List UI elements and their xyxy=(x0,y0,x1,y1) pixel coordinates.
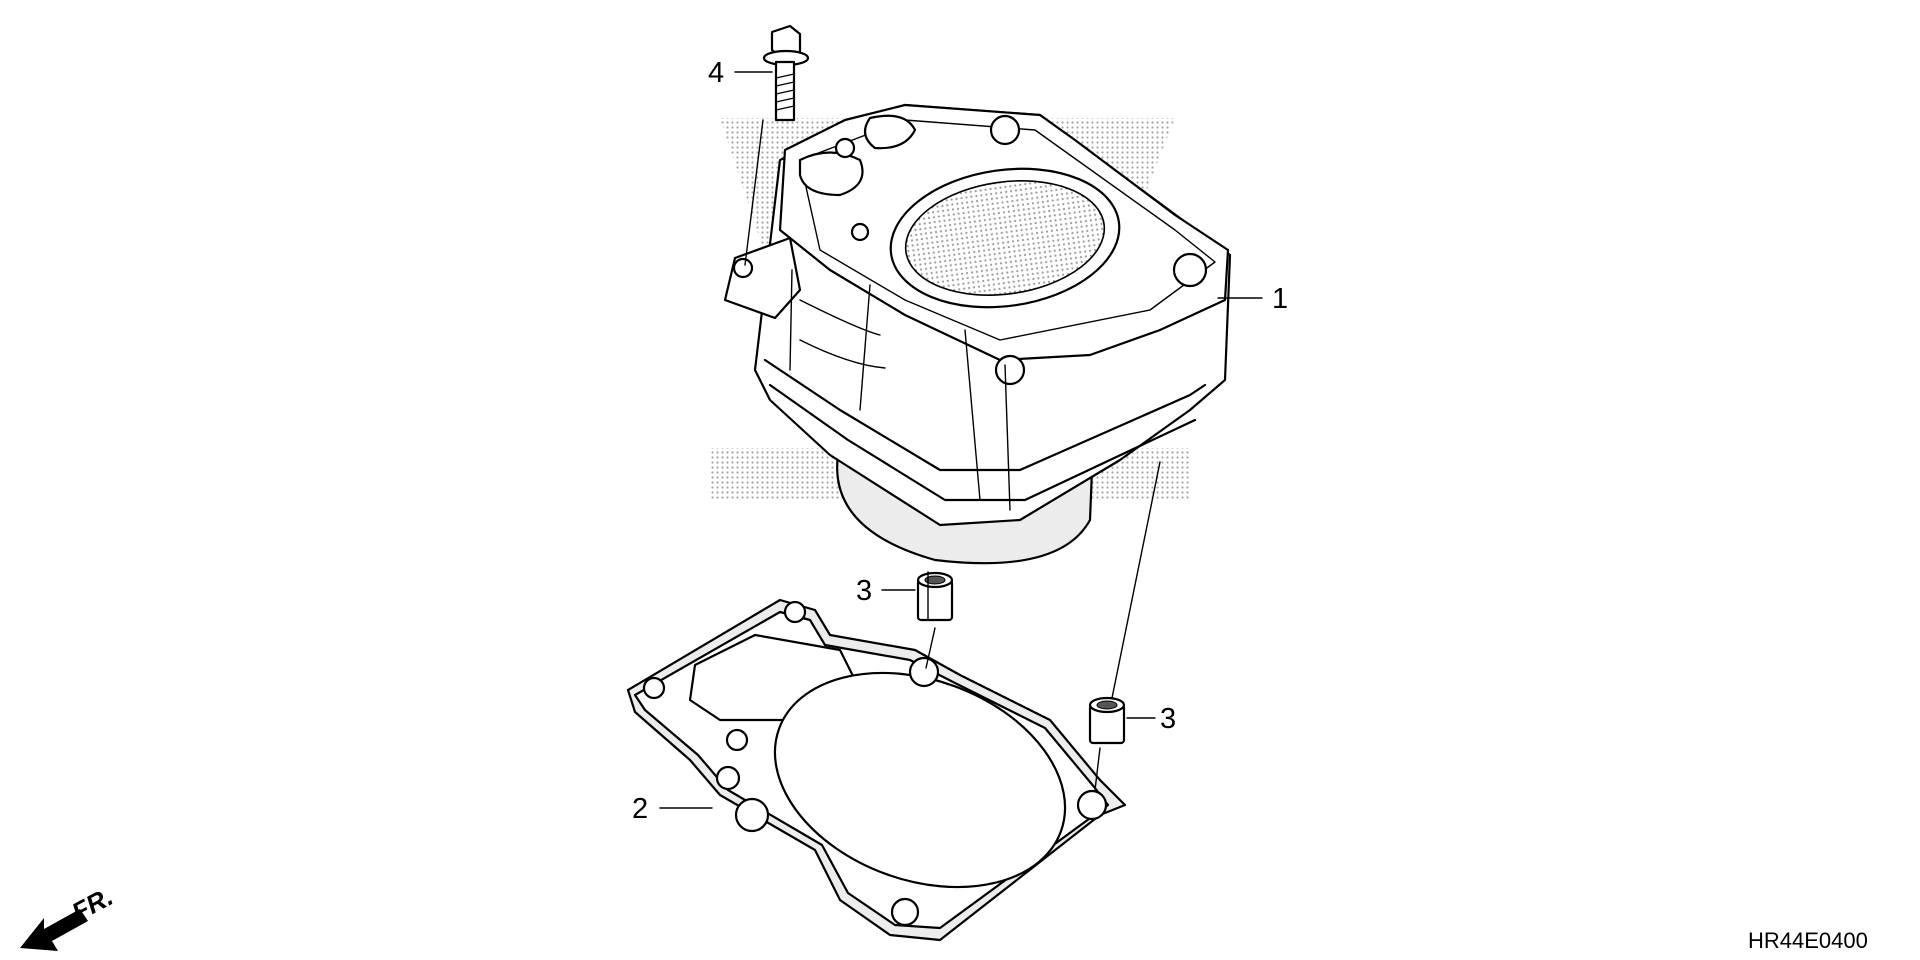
callout-label: 1 xyxy=(1272,283,1288,315)
callout-bolt: 4 xyxy=(708,57,773,89)
dowel-pin-upper[interactable] xyxy=(916,571,954,669)
callout-label: 3 xyxy=(856,575,872,607)
cylinder-base-gasket[interactable] xyxy=(626,598,1127,942)
cylinder[interactable] xyxy=(723,103,1232,565)
front-arrow-icon xyxy=(20,909,88,951)
diagram-code: HR44E0400 xyxy=(1748,928,1868,953)
callout-dowel-lower: 3 xyxy=(1126,703,1176,735)
front-direction-marker: FR. xyxy=(20,881,118,951)
callout-gasket: 2 xyxy=(632,793,713,825)
callout-dowel-upper: 3 xyxy=(856,575,916,607)
callout-label: 3 xyxy=(1160,703,1176,735)
callout-label: 4 xyxy=(708,57,724,89)
flange-bolt[interactable] xyxy=(744,24,810,266)
callout-cylinder: 1 xyxy=(1217,283,1288,315)
callout-label: 2 xyxy=(632,793,648,825)
dowel-pin-lower[interactable] xyxy=(1088,461,1161,791)
